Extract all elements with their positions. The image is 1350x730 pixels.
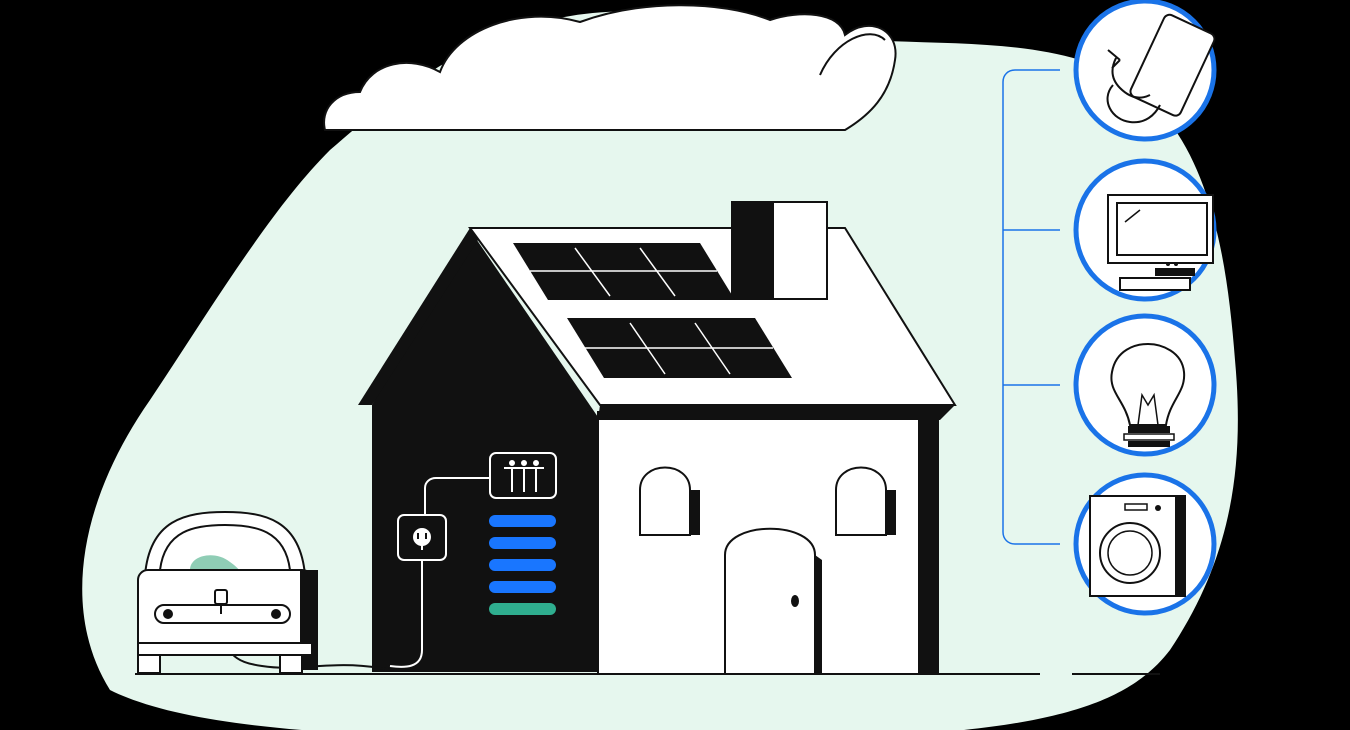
front-door <box>725 529 822 674</box>
power-meter-icon <box>490 453 556 498</box>
battery-cell <box>489 581 556 593</box>
house-icon <box>358 202 955 674</box>
battery-cell <box>489 537 556 549</box>
solar-panel-icon <box>513 243 735 300</box>
door-knob <box>791 595 799 607</box>
washing-machine-icon <box>1076 475 1214 613</box>
car-headlight <box>163 609 173 619</box>
car-headlight <box>271 609 281 619</box>
light-bulb-icon <box>1076 316 1214 454</box>
car-wheel <box>138 655 160 673</box>
battery-cell <box>489 515 556 527</box>
television-icon <box>1076 161 1214 299</box>
electric-car-icon <box>138 512 318 673</box>
battery-cell <box>489 559 556 571</box>
chimney <box>732 202 827 299</box>
battery-cell-charged <box>489 603 556 615</box>
phone-charger-icon <box>1076 1 1216 139</box>
car-wheel <box>280 655 302 673</box>
solar-panel-icon-2 <box>567 318 792 378</box>
